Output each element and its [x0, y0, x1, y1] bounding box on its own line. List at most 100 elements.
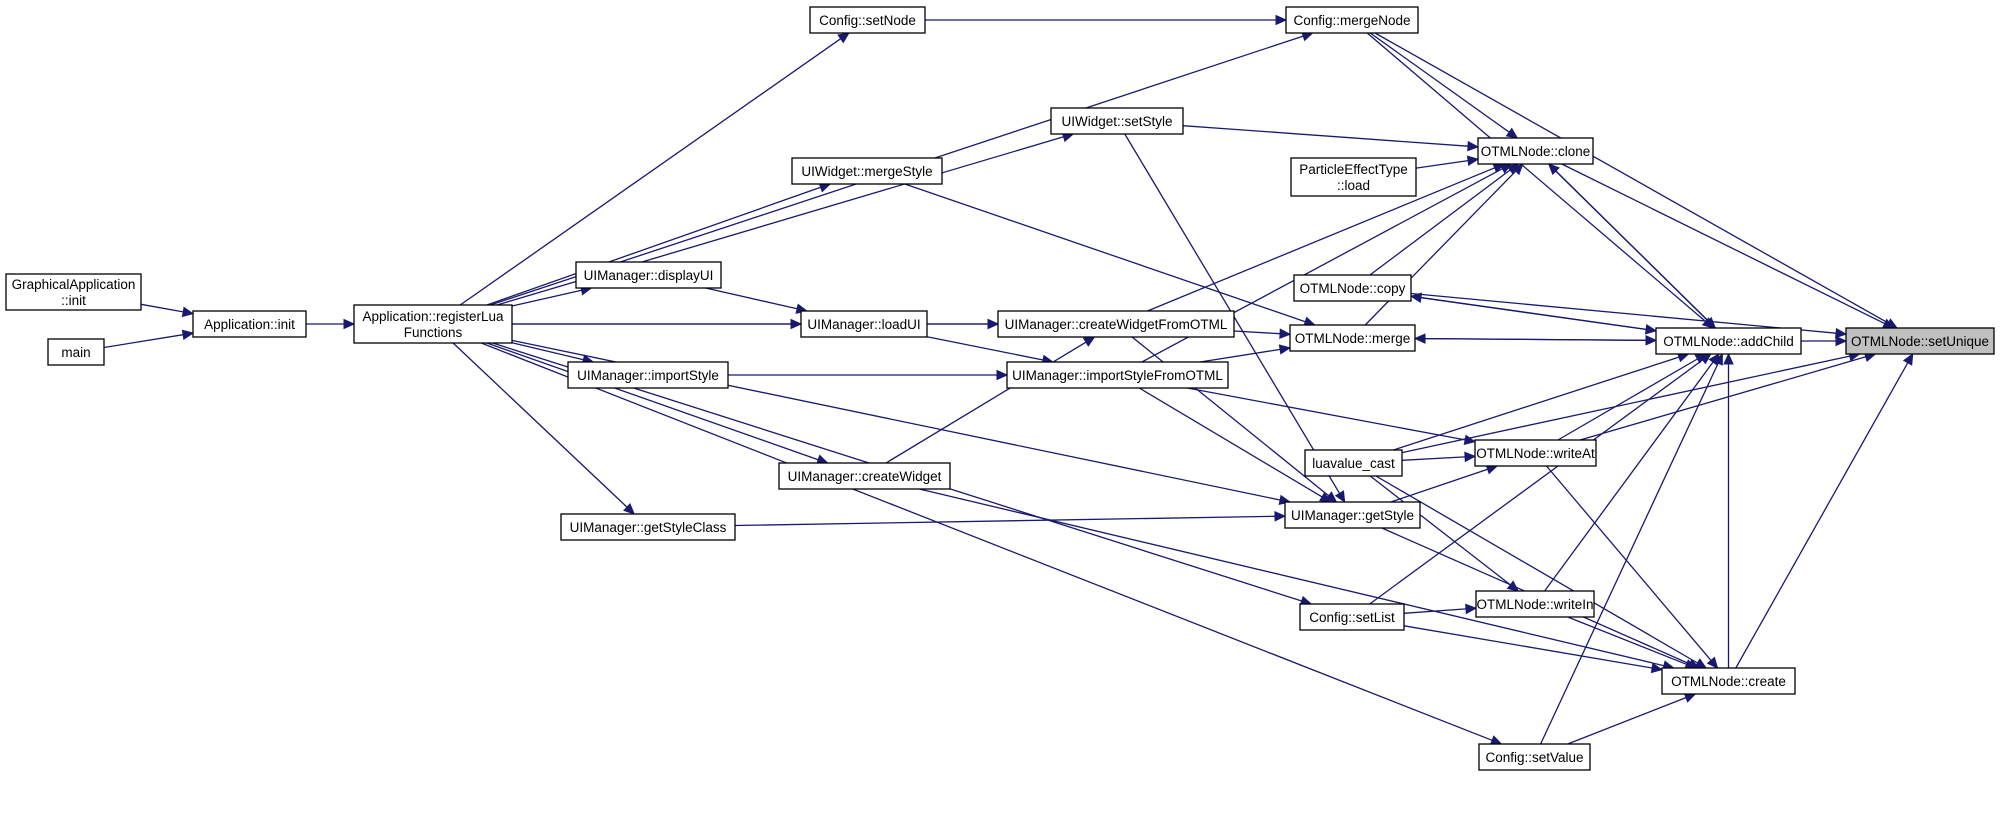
- edge-arrowhead: [1279, 328, 1292, 339]
- edge-line: [459, 38, 842, 306]
- edge-otml_copy-to-otml_setunique: [1410, 292, 1848, 339]
- node-uimanager_importstylefromotml[interactable]: UIManager::importStyleFromOTML: [1006, 361, 1229, 389]
- node-uimanager_getstyleclass[interactable]: UIManager::getStyleClass: [560, 513, 736, 541]
- edge-otml_writeat-to-otml_setunique: [1579, 351, 1877, 441]
- node-uiwidget_mergestyle[interactable]: UIWidget::mergeStyle: [791, 157, 943, 185]
- node-otml_create[interactable]: OTMLNode::create: [1661, 667, 1796, 695]
- edge-line: [1369, 359, 1704, 605]
- node-config_setlist[interactable]: Config::setList: [1299, 603, 1405, 631]
- node-box: [791, 157, 943, 185]
- node-uimanager_displayui[interactable]: UIManager::displayUI: [575, 261, 722, 289]
- edge-line: [1410, 292, 1837, 334]
- edge-otml_addchild-to-otml_copy: [1409, 292, 1657, 332]
- edge-particle_load-to-otml_clone: [1415, 155, 1480, 169]
- edge-arrowhead: [1708, 353, 1720, 366]
- node-label: ::load: [1337, 178, 1370, 193]
- node-otml_writein[interactable]: OTMLNode::writeIn: [1475, 590, 1595, 618]
- node-label: UIManager::getStyle: [1291, 508, 1414, 523]
- edge-arrowhead: [1278, 344, 1292, 355]
- edge-line: [919, 488, 1665, 667]
- edge-line: [1401, 355, 1851, 454]
- edge-arrowhead: [1902, 352, 1914, 366]
- edge-line: [1546, 465, 1712, 661]
- node-main[interactable]: main: [47, 338, 105, 366]
- node-box: [1050, 107, 1184, 135]
- edge-line: [481, 342, 1493, 741]
- edge-uimanager_importstylefromotml-to-otml_merge: [1199, 344, 1292, 363]
- edge-line: [1187, 387, 1466, 441]
- node-box: [5, 273, 142, 311]
- node-config_mergenode[interactable]: Config::mergeNode: [1285, 6, 1419, 34]
- edge-line: [1579, 356, 1866, 441]
- node-box: [560, 513, 736, 541]
- edge-uimanager_loadui-to-uimanager_createwidgetfromotml: [927, 318, 1000, 330]
- edge-otml_clone-to-otml_setunique: [1561, 163, 1895, 329]
- node-box: [1289, 324, 1416, 352]
- node-label: OTMLNode::create: [1671, 674, 1786, 689]
- edge-otml_addchild-to-otml_merge: [1413, 333, 1657, 344]
- node-box: [192, 310, 307, 338]
- edge-uiwidget_setstyle-to-otml_clone: [1182, 125, 1480, 152]
- edge-otml_create-to-otml_setunique: [1735, 352, 1914, 669]
- node-config_setnode[interactable]: Config::setNode: [809, 6, 926, 34]
- node-label: UIManager::getStyleClass: [570, 520, 727, 535]
- edge-config_mergenode-to-otml_setunique: [1374, 32, 1899, 329]
- edge-config_setvalue-to-otml_create: [1567, 692, 1697, 745]
- edge-line: [140, 303, 184, 313]
- edge-register_lua-to-config_setvalue: [481, 342, 1503, 746]
- node-uimanager_importstyle[interactable]: UIManager::importStyle: [567, 361, 729, 389]
- edge-config_mergenode-to-otml_clone: [1369, 32, 1519, 139]
- edge-arrowhead: [1409, 292, 1423, 303]
- edge-line: [1403, 625, 1653, 669]
- node-uimanager_loadui[interactable]: UIManager::loadUI: [800, 310, 928, 338]
- edge-arrowhead: [1835, 327, 1848, 339]
- edge-arrowhead: [1334, 490, 1346, 504]
- node-label: Config::setNode: [819, 13, 916, 28]
- node-uiwidget_setstyle[interactable]: UIWidget::setStyle: [1050, 107, 1184, 135]
- node-graphical_app_init[interactable]: GraphicalApplication::init: [5, 273, 142, 311]
- node-box: [1477, 137, 1594, 165]
- node-label: UIWidget::setStyle: [1061, 114, 1172, 129]
- edge-uimanager_importstyle-to-uimanager_importstylefromotml: [728, 369, 1009, 381]
- edge-line: [1415, 159, 1469, 169]
- node-otml_addchild[interactable]: OTMLNode::addChild: [1655, 327, 1802, 355]
- edge-arrowhead: [987, 318, 1000, 330]
- edge-line: [1735, 362, 1909, 669]
- node-label: Config::setValue: [1485, 750, 1583, 765]
- edge-line: [1375, 475, 1698, 664]
- edge-line: [1555, 170, 1716, 329]
- edge-line: [1369, 169, 1511, 276]
- edge-arrowhead: [1464, 451, 1477, 463]
- edge-arrowhead: [1694, 658, 1708, 669]
- edge-arrowhead: [1835, 335, 1848, 347]
- node-app_init[interactable]: Application::init: [192, 310, 307, 338]
- edge-config_mergenode-to-otml_addchild: [1366, 32, 1715, 329]
- edge-luavalue_cast-to-otml_writein: [1369, 475, 1520, 592]
- node-config_setvalue[interactable]: Config::setValue: [1478, 743, 1591, 771]
- node-luavalue_cast[interactable]: luavalue_cast: [1304, 449, 1403, 477]
- node-label: OTMLNode::clone: [1481, 144, 1591, 159]
- node-otml_writeat[interactable]: OTMLNode::writeAt: [1474, 439, 1597, 467]
- edge-uimanager_loadui-to-uimanager_importstylefromotml: [926, 336, 1055, 366]
- edge-line: [1369, 475, 1511, 586]
- edge-line: [1567, 616, 1687, 665]
- node-otml_clone[interactable]: OTMLNode::clone: [1477, 137, 1594, 165]
- node-box: [1293, 274, 1412, 302]
- edge-arrowhead: [1466, 155, 1480, 166]
- node-uimanager_createwidget[interactable]: UIManager::createWidget: [778, 462, 951, 490]
- node-label: Functions: [404, 325, 463, 340]
- edge-otml_writeat-to-otml_create: [1546, 465, 1719, 669]
- node-label: Application::init: [204, 317, 295, 332]
- node-otml_copy[interactable]: OTMLNode::copy: [1293, 274, 1412, 302]
- node-uimanager_getstyle[interactable]: UIManager::getStyle: [1284, 501, 1421, 529]
- node-otml_merge[interactable]: OTMLNode::merge: [1289, 324, 1416, 352]
- node-label: UIManager::importStyle: [577, 368, 719, 383]
- node-label: UIManager::loadUI: [807, 317, 920, 332]
- node-label: Config::setList: [1309, 610, 1395, 625]
- node-uimanager_createwidgetfromotml[interactable]: UIManager::createWidgetFromOTML: [997, 310, 1235, 338]
- edge-graphical_app_init-to-app_init: [140, 303, 195, 318]
- node-particle_load[interactable]: ParticleEffectType::load: [1290, 157, 1417, 197]
- node-label: OTMLNode::copy: [1300, 281, 1406, 296]
- edge-line: [1561, 163, 1885, 325]
